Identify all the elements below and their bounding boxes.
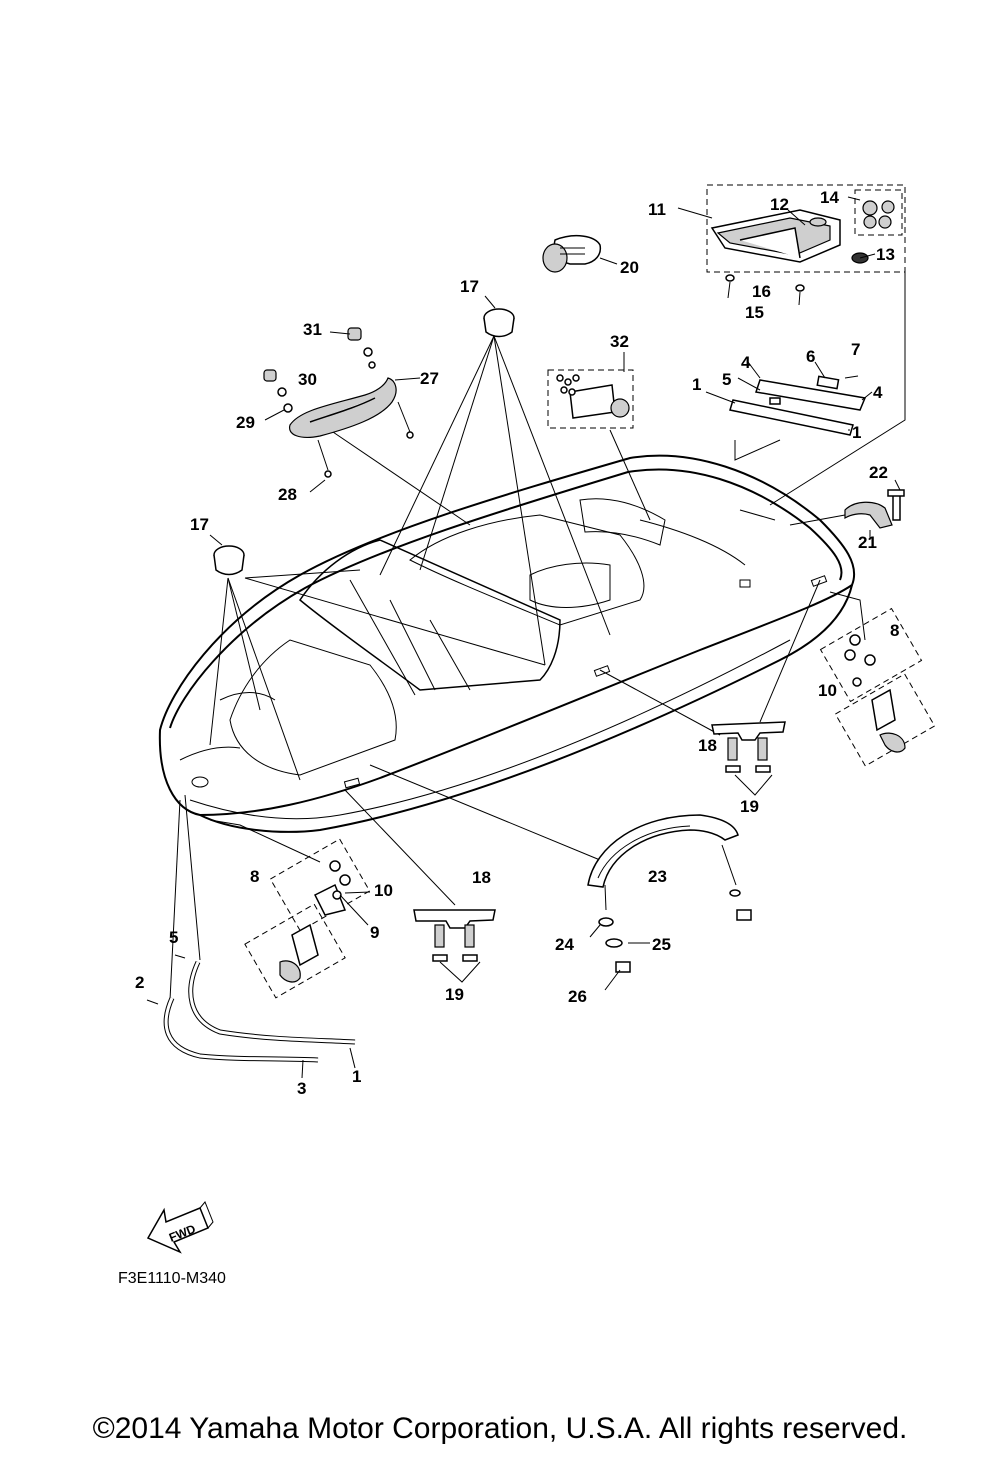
callout-4-top: 4 xyxy=(741,353,751,372)
callout-2: 2 xyxy=(135,973,144,992)
callout-10-right: 10 xyxy=(818,681,837,700)
grab-handle-assembly xyxy=(263,327,421,493)
callout-labels: 11 12 14 13 16 15 20 17 31 32 30 27 29 2… xyxy=(118,188,899,1287)
callout-11: 11 xyxy=(648,200,666,219)
callout-24: 24 xyxy=(555,935,574,954)
boat-hull xyxy=(158,454,856,833)
callout-5-left: 5 xyxy=(169,928,178,947)
rail-assembly xyxy=(705,361,873,436)
cleat-right xyxy=(711,721,786,773)
callout-17-top: 17 xyxy=(460,277,479,296)
callout-12: 12 xyxy=(770,195,789,214)
callout-1-top-left: 1 xyxy=(692,375,701,394)
callout-1-top-right: 1 xyxy=(852,423,861,442)
callout-17-left: 17 xyxy=(190,515,209,534)
callout-26: 26 xyxy=(568,987,587,1006)
callout-4-right: 4 xyxy=(873,383,883,402)
copyright-notice: ©2014 Yamaha Motor Corporation, U.S.A. A… xyxy=(92,1412,908,1445)
callout-3: 3 xyxy=(297,1079,306,1098)
part-32 xyxy=(547,352,634,429)
rear-grab-rail xyxy=(587,814,752,991)
callout-18-right: 18 xyxy=(698,736,717,755)
part-17-left xyxy=(209,534,245,576)
callout-5-top: 5 xyxy=(722,370,731,389)
callout-15: 15 xyxy=(745,303,764,322)
callout-28: 28 xyxy=(278,485,297,504)
callout-25: 25 xyxy=(652,935,671,954)
bow-eye-right xyxy=(819,607,936,767)
parts-21-22 xyxy=(844,479,905,540)
drawing-code: F3E1110-M340 xyxy=(118,1270,226,1287)
cleat-left xyxy=(413,909,496,962)
part-20 xyxy=(542,234,618,273)
callout-9: 9 xyxy=(370,923,379,942)
callout-29: 29 xyxy=(236,413,255,432)
callout-22: 22 xyxy=(869,463,888,482)
callout-21: 21 xyxy=(858,533,877,552)
ski-tow-assembly xyxy=(677,184,906,306)
callout-14: 14 xyxy=(820,188,839,207)
rub-rails xyxy=(146,954,356,1079)
bow-eye-left xyxy=(244,838,371,999)
callout-30: 30 xyxy=(298,370,317,389)
callout-19-left: 19 xyxy=(445,985,464,1004)
callout-8-left: 8 xyxy=(250,867,259,886)
callout-23: 23 xyxy=(648,867,667,886)
callout-31: 31 xyxy=(303,320,322,339)
callout-13: 13 xyxy=(876,245,895,264)
callout-18-left: 18 xyxy=(472,868,491,887)
callout-1-bottom: 1 xyxy=(352,1067,361,1086)
callout-10-left: 10 xyxy=(374,881,393,900)
part-17-top xyxy=(483,295,515,338)
callout-32: 32 xyxy=(610,332,629,351)
leader-lines xyxy=(169,272,906,1001)
callout-27: 27 xyxy=(420,369,439,388)
callout-20: 20 xyxy=(620,258,639,277)
callout-16: 16 xyxy=(752,282,771,301)
fwd-arrow-icon: FWD xyxy=(146,1201,214,1254)
callout-6: 6 xyxy=(806,347,815,366)
callout-8-right: 8 xyxy=(890,621,899,640)
callout-19-right: 19 xyxy=(740,797,759,816)
callout-7: 7 xyxy=(851,340,860,359)
